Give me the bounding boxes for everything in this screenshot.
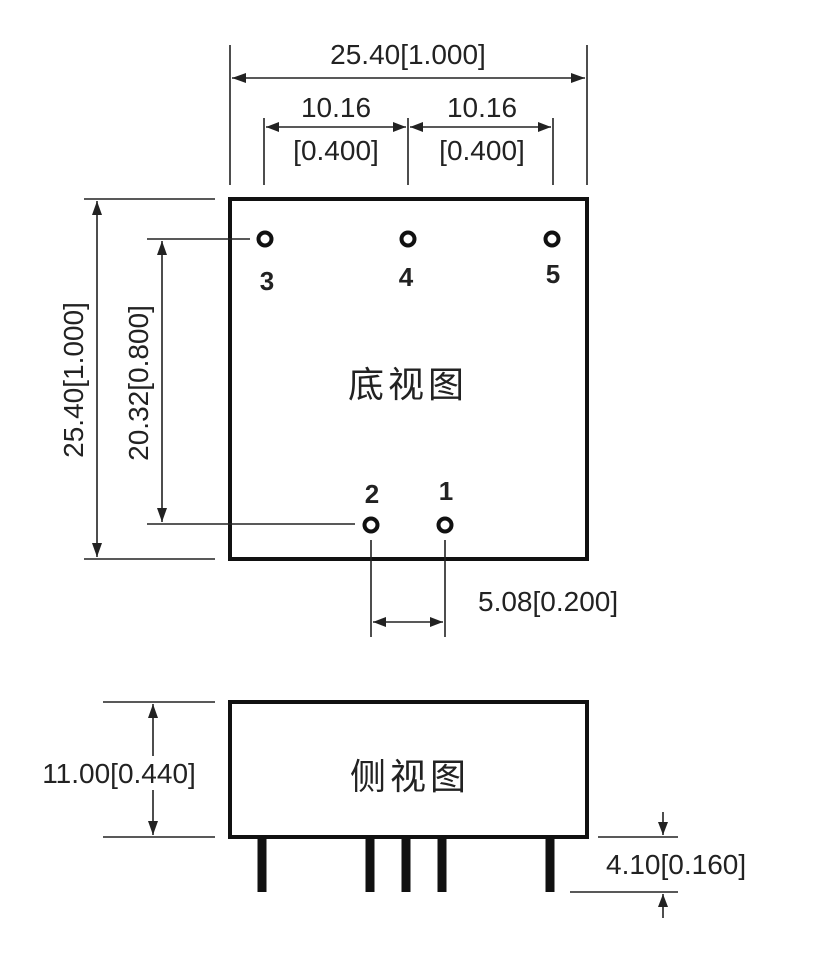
arrowhead xyxy=(430,617,443,627)
pin-number-4: 4 xyxy=(399,262,414,292)
pin-length-label: 4.10[0.160] xyxy=(606,849,746,880)
arrowhead xyxy=(393,122,406,132)
pin-number-3: 3 xyxy=(260,266,274,296)
pitch-left-mm-label: 10.16 xyxy=(301,92,371,123)
arrowhead xyxy=(92,201,102,215)
body-height-label: 11.00[0.440] xyxy=(42,758,196,789)
arrowhead xyxy=(571,73,585,83)
side-view-label: 侧视图 xyxy=(350,757,470,798)
pitch-left-in-label: [0.400] xyxy=(293,135,379,166)
pin-number-1: 1 xyxy=(439,476,453,506)
arrowhead xyxy=(157,508,167,522)
arrowhead xyxy=(148,821,158,835)
bottom-view-outline xyxy=(228,197,589,561)
side-view-outline xyxy=(228,700,589,839)
pin-row-spacing-label: 20.32[0.800] xyxy=(123,305,154,461)
arrowhead xyxy=(92,543,102,557)
arrowhead xyxy=(373,617,386,627)
arrowhead xyxy=(658,894,668,907)
arrowhead xyxy=(148,704,158,718)
overall-width-label: 25.40[1.000] xyxy=(330,39,486,70)
arrowhead xyxy=(538,122,551,132)
pin-hole-1 xyxy=(436,516,454,534)
pitch-right-mm-label: 10.16 xyxy=(447,92,517,123)
overall-height-label: 25.40[1.000] xyxy=(58,302,89,458)
pin-hole-4 xyxy=(399,230,417,248)
arrowhead xyxy=(410,122,423,132)
pin-hole-3 xyxy=(256,230,274,248)
pin-hole-2 xyxy=(362,516,380,534)
arrowhead xyxy=(157,241,167,255)
pin-number-2: 2 xyxy=(365,479,379,509)
pin-number-5: 5 xyxy=(546,259,560,289)
pin-hole-5 xyxy=(543,230,561,248)
pitch-right-in-label: [0.400] xyxy=(439,135,525,166)
arrowhead xyxy=(266,122,279,132)
bottom-view-label: 底视图 xyxy=(348,365,468,406)
arrowhead xyxy=(232,73,246,83)
pin-pitch-label: 5.08[0.200] xyxy=(478,586,618,617)
arrowhead xyxy=(658,822,668,835)
